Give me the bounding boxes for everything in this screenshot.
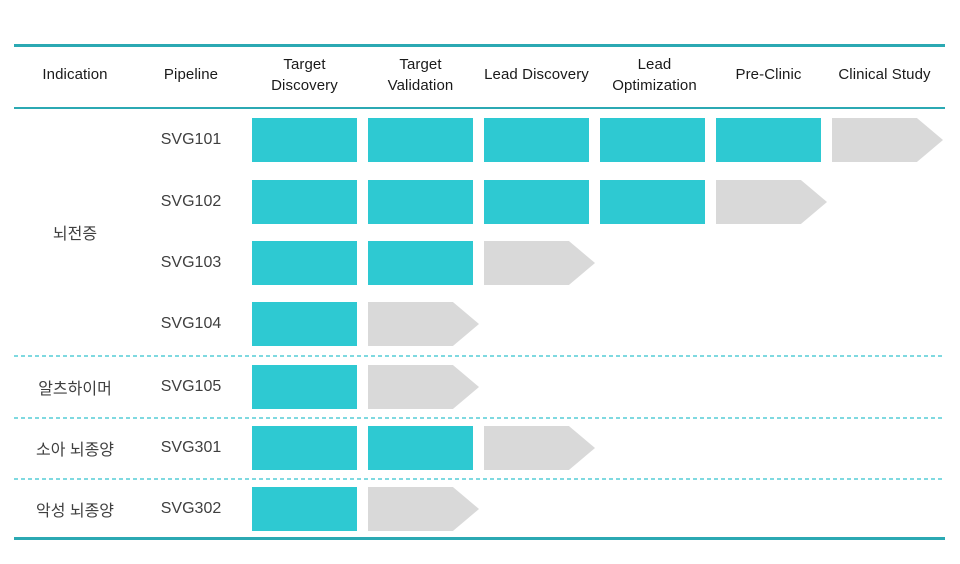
stage-bar-completed bbox=[368, 241, 473, 285]
stage-bar-completed bbox=[600, 118, 705, 162]
pipeline-label: SVG101 bbox=[160, 131, 222, 148]
stage-bar-completed bbox=[252, 180, 357, 224]
table-bottom-border bbox=[14, 537, 945, 540]
column-header-target-validation: Target Validation bbox=[387, 56, 454, 94]
stage-arrow-current bbox=[368, 487, 479, 531]
stage-bar-completed bbox=[368, 426, 473, 470]
stage-arrow-current bbox=[368, 365, 479, 409]
pipeline-label: SVG105 bbox=[160, 378, 222, 395]
stage-bar-completed bbox=[252, 302, 357, 346]
stage-bar-completed bbox=[252, 118, 357, 162]
stage-bar-completed bbox=[252, 241, 357, 285]
stage-bar-completed bbox=[252, 426, 357, 470]
group-separator bbox=[14, 354, 945, 357]
stage-arrow-current bbox=[368, 302, 479, 346]
pipeline-label: SVG104 bbox=[160, 315, 222, 332]
header-separator-line bbox=[14, 107, 945, 109]
pipeline-label: SVG302 bbox=[160, 500, 222, 517]
stage-arrow-current bbox=[716, 180, 827, 224]
stage-bar-completed bbox=[252, 365, 357, 409]
stage-bar-completed bbox=[368, 118, 473, 162]
indication-label: 뇌전증 bbox=[52, 226, 98, 243]
pipeline-label: SVG102 bbox=[160, 193, 222, 210]
column-header-target-discovery: Target Discovery bbox=[271, 56, 338, 94]
column-header-pre-clinic: Pre-Clinic bbox=[735, 66, 802, 84]
stage-bar-completed bbox=[484, 180, 589, 224]
stage-bar-completed bbox=[368, 180, 473, 224]
column-header-indication: Indication bbox=[42, 66, 108, 84]
table-top-border bbox=[14, 44, 945, 47]
pipeline-label: SVG301 bbox=[160, 439, 222, 456]
stage-bar-completed bbox=[600, 180, 705, 224]
indication-label: 소아 뇌종양 bbox=[35, 442, 115, 459]
stage-bar-completed bbox=[484, 118, 589, 162]
stage-bar-completed bbox=[252, 487, 357, 531]
group-separator bbox=[14, 416, 945, 419]
pipeline-label: SVG103 bbox=[160, 254, 222, 271]
indication-label: 알츠하이머 bbox=[38, 381, 112, 398]
stage-arrow-current bbox=[484, 426, 595, 470]
column-header-lead-optimization: Lead Optimization bbox=[612, 56, 697, 94]
column-header-lead-discovery: Lead Discovery bbox=[484, 66, 589, 84]
stage-bar-completed bbox=[716, 118, 821, 162]
group-separator bbox=[14, 477, 945, 480]
column-header-pipeline: Pipeline bbox=[163, 66, 219, 84]
column-header-clinical-study: Clinical Study bbox=[838, 66, 931, 84]
indication-label: 악성 뇌종양 bbox=[35, 503, 115, 520]
stage-arrow-current bbox=[832, 118, 943, 162]
stage-arrow-current bbox=[484, 241, 595, 285]
